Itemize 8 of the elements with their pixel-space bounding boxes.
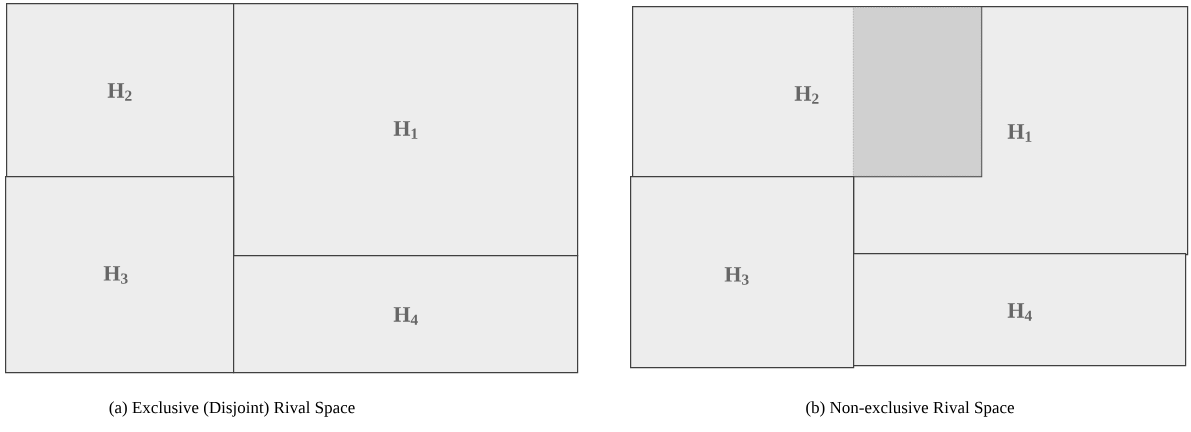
overlap-box	[853, 7, 982, 177]
region-box: H$_{3}$	[5, 176, 235, 374]
region-box: H$_{4}$	[853, 253, 1187, 367]
region-box: H$_{3}$	[630, 176, 855, 369]
caption: (b) Non-exclusive Rival Space	[806, 401, 1014, 417]
caption: (a) Exclusive (Disjoint) Rival Space	[109, 401, 355, 417]
region-box: H$_{4}$	[233, 255, 579, 374]
region-box: H$_{2}$	[6, 3, 235, 178]
